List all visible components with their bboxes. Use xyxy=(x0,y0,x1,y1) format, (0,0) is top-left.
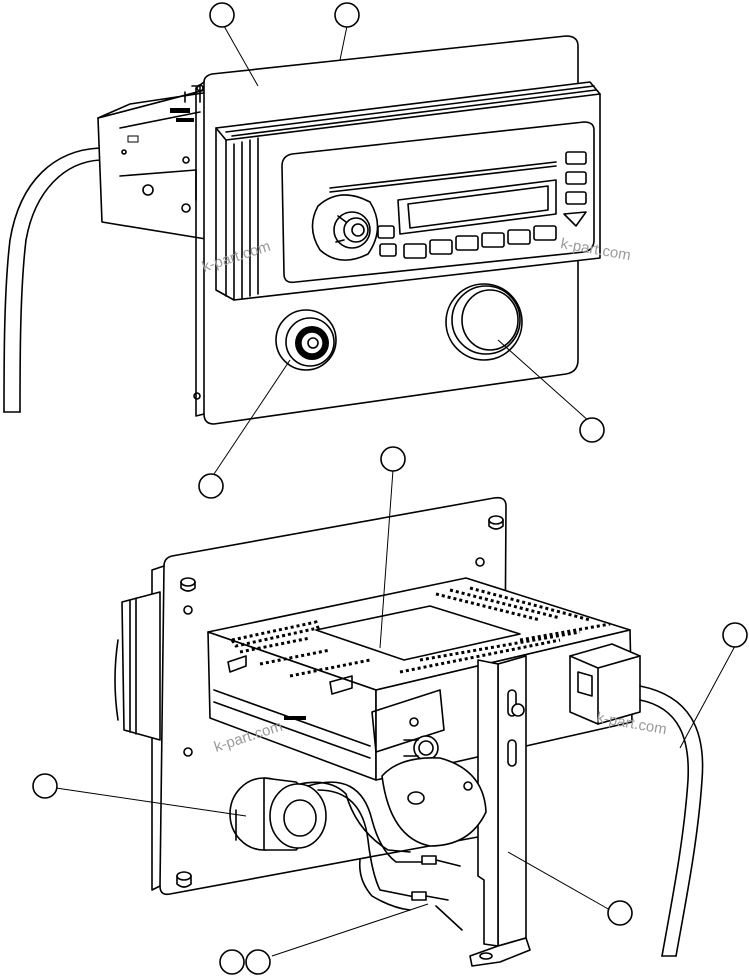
callout-bottom-radio xyxy=(380,446,406,472)
callout-bottom-cable xyxy=(722,622,748,648)
top-view-radio-panel xyxy=(3,25,601,475)
bottom-wire-harness xyxy=(299,781,463,931)
top-control-knob xyxy=(445,283,523,361)
callout-top-knob xyxy=(579,417,605,443)
top-power-cable xyxy=(3,147,101,413)
top-rear-chassis xyxy=(97,85,213,241)
callout-bottom-wire-1 xyxy=(219,949,245,975)
callout-bottom-wire-2 xyxy=(245,949,271,975)
callout-top-port xyxy=(198,473,224,499)
bottom-view-radio-rear xyxy=(55,469,736,967)
bottom-mounting-bracket xyxy=(469,655,531,967)
bottom-speaker xyxy=(229,777,327,851)
callout-top-2 xyxy=(334,2,360,28)
top-aux-port xyxy=(275,309,337,371)
bottom-antenna-connector xyxy=(569,643,641,725)
vent-holes xyxy=(229,586,611,678)
mounting-studs xyxy=(176,515,504,888)
bottom-radio-chassis xyxy=(207,577,633,781)
callout-circles xyxy=(32,2,748,975)
top-radio-head-unit xyxy=(215,81,601,301)
bottom-antenna-cable xyxy=(639,685,704,957)
callout-top-1 xyxy=(209,2,235,28)
callout-bottom-speaker xyxy=(32,773,58,799)
callout-bottom-bracket xyxy=(607,900,633,926)
